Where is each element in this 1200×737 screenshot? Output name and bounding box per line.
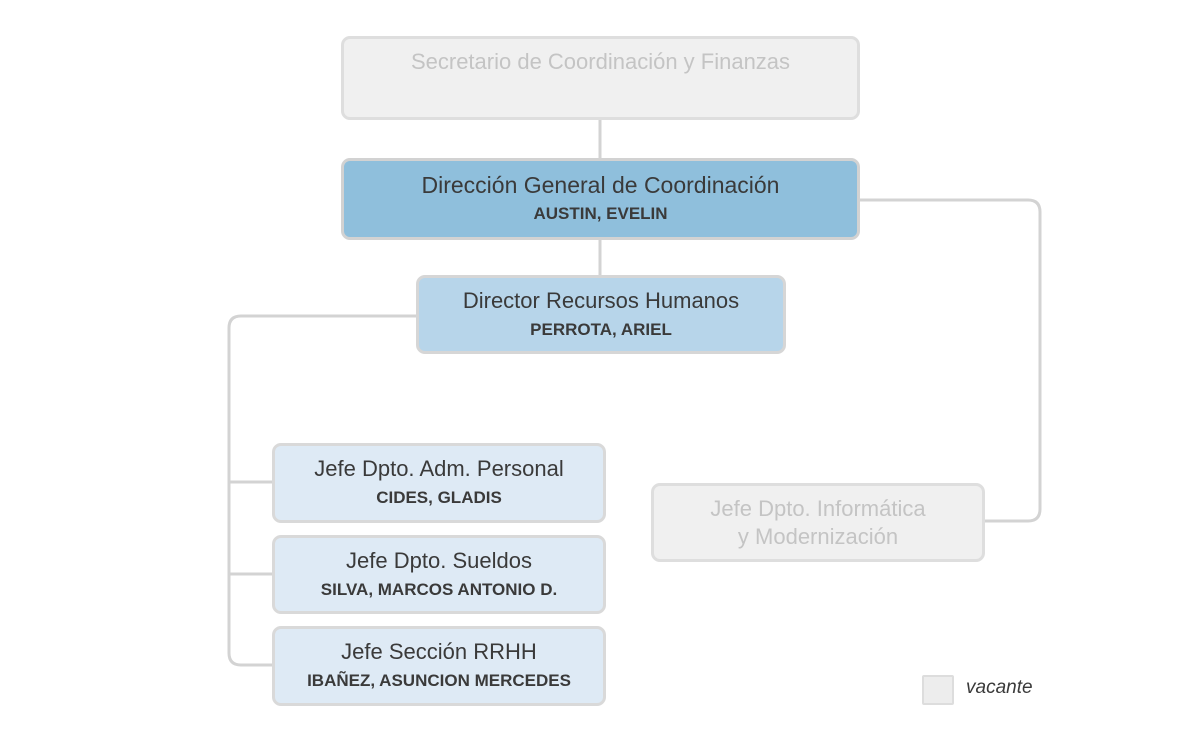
node-sueldos: Jefe Dpto. Sueldos SILVA, MARCOS ANTONIO… — [272, 535, 606, 614]
node-person-name: PERROTA, ARIEL — [530, 319, 672, 339]
node-title: Dirección General de Coordinación — [421, 172, 780, 198]
node-title-line1: Jefe Dpto. Informática — [710, 495, 926, 521]
connector-rrhh-branch — [227, 314, 416, 667]
node-title: Secretario de Coordinación y Finanzas — [410, 49, 791, 74]
node-secretario: Secretario de Coordinación y Finanzas — [341, 36, 860, 120]
node-director-rrhh: Director Recursos Humanos PERROTA, ARIEL — [416, 275, 786, 354]
node-direccion-general: Dirección General de Coordinación AUSTIN… — [341, 158, 860, 240]
node-title: Jefe Dpto. Sueldos — [346, 547, 532, 573]
node-person-name: CIDES, GLADIS — [376, 488, 502, 507]
node-person-name: IBAÑEZ, ASUNCION MERCEDES — [307, 671, 571, 690]
node-title: Jefe Sección RRHH — [341, 639, 537, 664]
legend-vacant-swatch — [922, 675, 954, 705]
node-person-name: SILVA, MARCOS ANTONIO D. — [320, 579, 558, 599]
node-title: Jefe Dpto. Adm. Personal — [314, 456, 564, 481]
legend-vacant-label: vacante — [966, 677, 1033, 698]
node-title: Director Recursos Humanos — [462, 287, 740, 313]
node-seccion-rrhh: Jefe Sección RRHH IBAÑEZ, ASUNCION MERCE… — [272, 626, 606, 706]
node-informatica: Jefe Dpto. Informática y Modernización — [651, 483, 985, 562]
node-title-line2: y Modernización — [737, 523, 899, 549]
node-adm-personal: Jefe Dpto. Adm. Personal CIDES, GLADIS — [272, 443, 606, 523]
node-person-name: AUSTIN, EVELIN — [533, 204, 668, 223]
connector-direccion-informatica — [860, 198, 1042, 523]
